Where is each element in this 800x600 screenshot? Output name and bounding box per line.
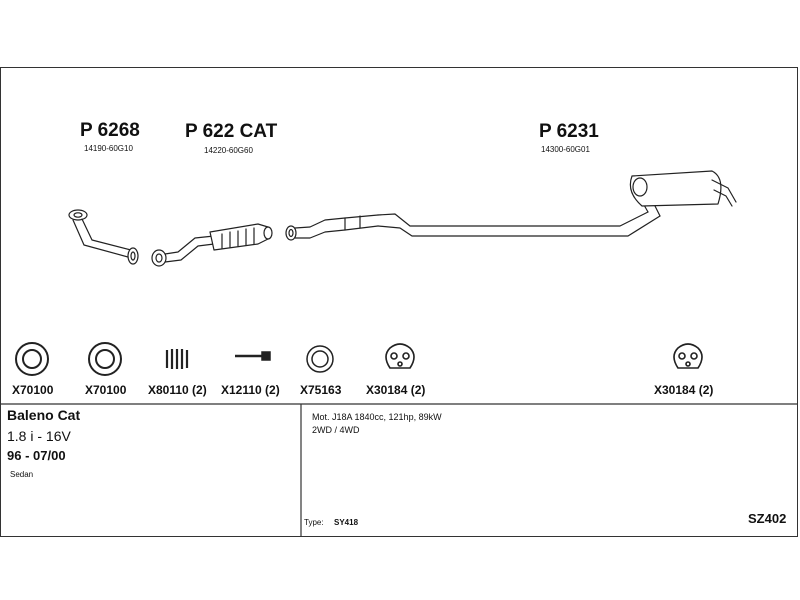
oem-number-p622cat: 14220-60G60	[204, 146, 253, 155]
accessory-code: X12110 (2)	[221, 383, 280, 397]
accessory-code: X70100	[85, 383, 127, 397]
accessory-code: X30184 (2)	[654, 383, 714, 397]
drive-spec: 2WD / 4WD	[312, 425, 360, 435]
diagram-frame	[0, 67, 798, 537]
type-value: SY418	[334, 518, 359, 527]
diagram-code: SZ402	[748, 511, 787, 526]
gasket-ring-icon	[15, 342, 49, 376]
engine-spec: Mot. J18A 1840cc, 121hp, 89kW	[312, 412, 442, 422]
oem-number-p6231: 14300-60G01	[541, 145, 590, 154]
spring-icon	[165, 349, 189, 369]
accessory-code: X80110 (2)	[148, 383, 207, 397]
part-number-p6231: P 6231	[539, 121, 599, 142]
sealing-ring-icon	[306, 345, 334, 373]
part-number-p6268: P 6268	[80, 120, 140, 141]
type-label: Type:	[304, 518, 324, 527]
accessory-code: X70100	[12, 383, 54, 397]
rubber-hanger-icon	[673, 343, 703, 369]
vehicle-engine: 1.8 i - 16V	[7, 428, 71, 444]
front-pipe-icon	[68, 209, 139, 265]
part-number-p622cat: P 622 CAT	[185, 121, 278, 142]
vehicle-model: Baleno Cat	[7, 407, 81, 423]
rubber-hanger-icon	[385, 343, 415, 369]
gasket-ring-icon	[88, 342, 122, 376]
vehicle-years: 96 - 07/00	[7, 448, 66, 463]
rear-silencer-pipe-icon	[285, 170, 737, 241]
bolt-icon	[235, 351, 271, 361]
oem-number-p6268: 14190-60G10	[84, 144, 133, 153]
accessory-code: X75163	[300, 383, 342, 397]
vehicle-body: Sedan	[10, 470, 34, 479]
catalytic-converter-icon	[151, 223, 273, 267]
accessory-code: X30184 (2)	[366, 383, 426, 397]
